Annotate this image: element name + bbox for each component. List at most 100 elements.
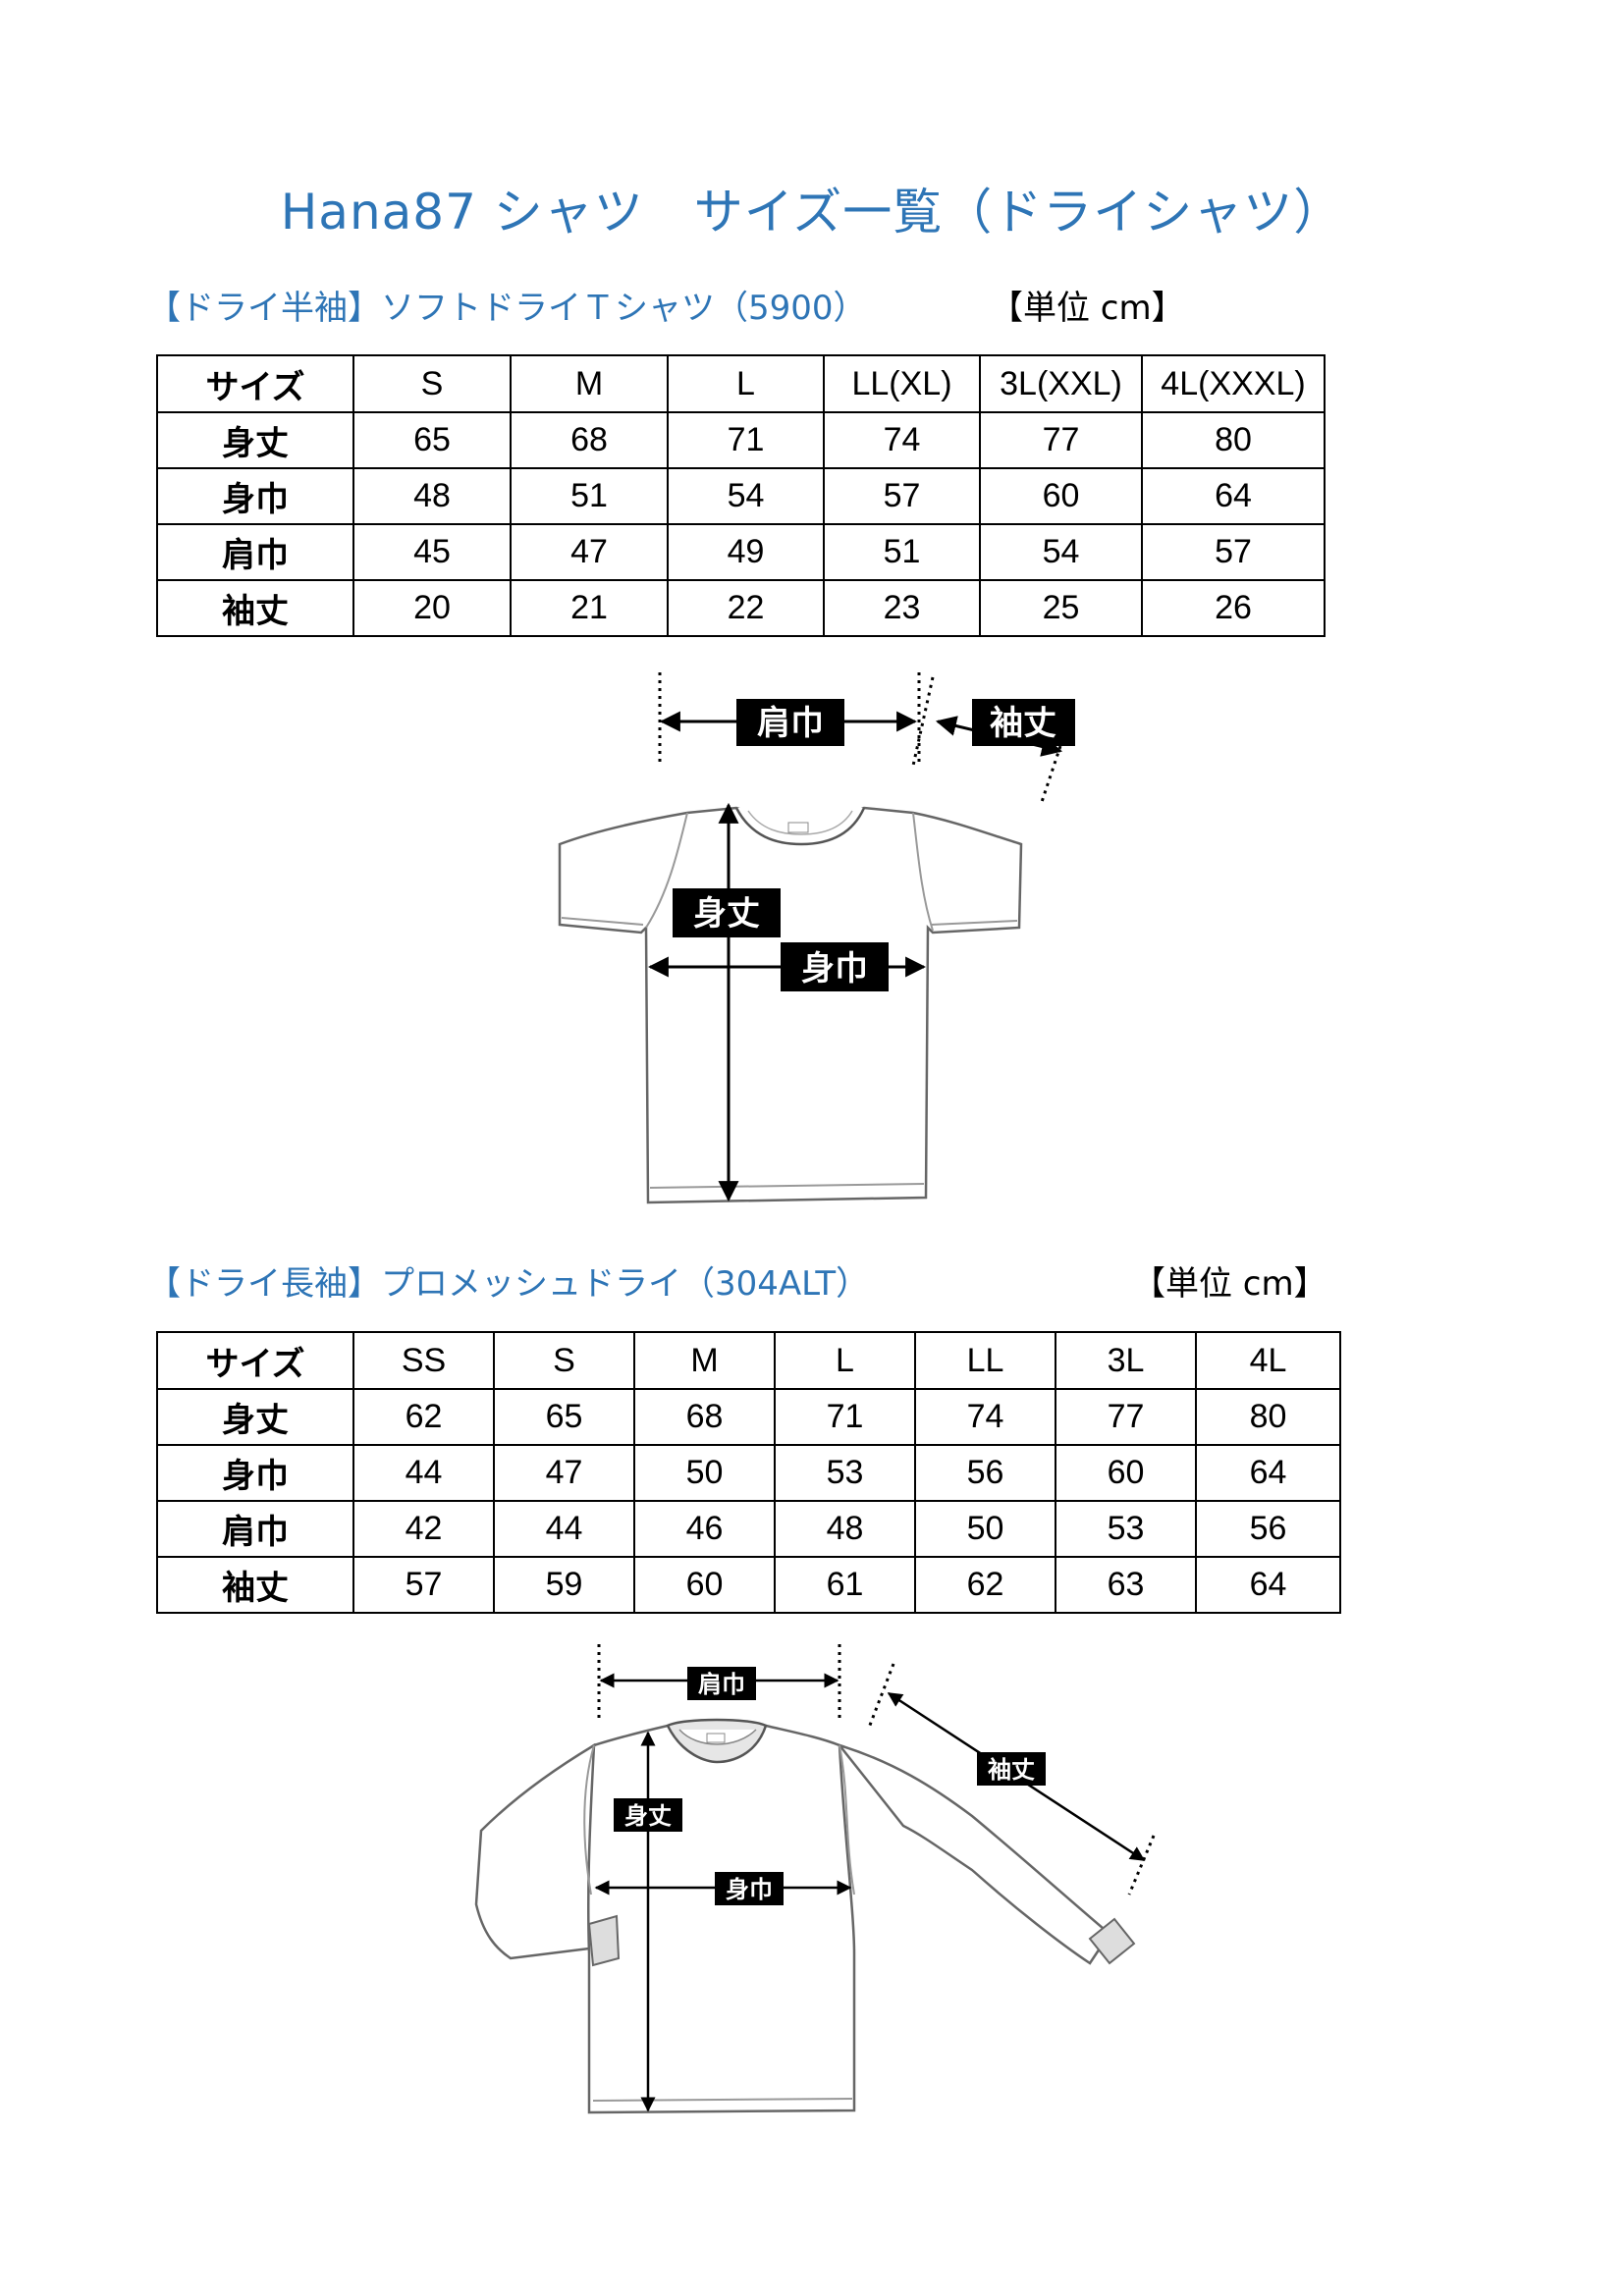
header-cell: SS: [352, 1331, 495, 1390]
table-cell: 48: [774, 1500, 916, 1558]
row-label: 肩巾: [156, 1500, 354, 1558]
header-cell: 3L(XXL): [979, 354, 1143, 413]
table-row: 身丈 65 68 71 74 77 80: [156, 411, 1326, 469]
width-label-box: [781, 942, 889, 991]
table-cell: 77: [1055, 1388, 1197, 1446]
long-sleeve-size-table: サイズ SS S M L LL 3L 4L 身丈 62 65 68 71 74 …: [156, 1331, 1341, 1614]
tshirt-seams: [561, 812, 1018, 1189]
short-sleeve-section-title: 【ドライ半袖】ソフトドライＴシャツ（5900）: [147, 289, 867, 328]
row-label: 身丈: [156, 1388, 354, 1446]
table-cell: 68: [510, 411, 669, 469]
table-cell: 68: [633, 1388, 776, 1446]
table-row: 肩巾 45 47 49 51 54 57: [156, 523, 1326, 581]
length-label-box: [673, 888, 781, 937]
header-cell: S: [493, 1331, 635, 1390]
short-sleeve-size-table: サイズ S M L LL(XL) 3L(XXL) 4L(XXXL) 身丈 65 …: [156, 354, 1326, 637]
table-cell: 20: [352, 579, 512, 637]
header-cell: M: [633, 1331, 776, 1390]
row-label: 肩巾: [156, 523, 354, 581]
table-cell: 63: [1055, 1556, 1197, 1614]
table-cell: 57: [823, 467, 981, 525]
table-cell: 60: [1055, 1444, 1197, 1502]
header-cell: S: [352, 354, 512, 413]
sleeve-label-box: [972, 699, 1075, 746]
table-cell: 53: [1055, 1500, 1197, 1558]
collar: [666, 1718, 768, 1764]
table-cell: 60: [633, 1556, 776, 1614]
table-cell: 44: [352, 1444, 495, 1502]
table-cell: 57: [1141, 523, 1326, 581]
table-cell: 61: [774, 1556, 916, 1614]
neck-tag: [787, 822, 809, 833]
neck-tag: [706, 1733, 726, 1743]
table-cell: 74: [914, 1388, 1056, 1446]
table-cell: 77: [979, 411, 1143, 469]
table-cell: 65: [352, 411, 512, 469]
length-label-box: [614, 1798, 682, 1832]
table-cell: 51: [823, 523, 981, 581]
table-cell: 42: [352, 1500, 495, 1558]
table-cell: 50: [914, 1500, 1056, 1558]
header-cell: サイズ: [156, 1331, 354, 1390]
header-cell: LL: [914, 1331, 1056, 1390]
header-cell: 3L: [1055, 1331, 1197, 1390]
table-cell: 54: [979, 523, 1143, 581]
table-cell: 80: [1195, 1388, 1341, 1446]
table-row: 肩巾 42 44 46 48 50 53 56: [156, 1500, 1341, 1558]
table-cell: 47: [510, 523, 669, 581]
long-sleeve-diagram: 肩巾 袖丈 身丈 身巾: [474, 1644, 1156, 2114]
table-cell: 60: [979, 467, 1143, 525]
short-sleeve-unit-label: 【単位 cm】: [990, 289, 1185, 328]
length-label: 身丈: [693, 894, 760, 934]
table-cell: 57: [352, 1556, 495, 1614]
header-cell: M: [510, 354, 669, 413]
table-cell: 62: [352, 1388, 495, 1446]
table-cell: 65: [493, 1388, 635, 1446]
collar: [734, 807, 866, 846]
table-cell: 71: [667, 411, 825, 469]
table-cell: 44: [493, 1500, 635, 1558]
table-cell: 54: [667, 467, 825, 525]
sleeve-label-box: [977, 1752, 1046, 1786]
table-cell: 48: [352, 467, 512, 525]
shoulder-label: 肩巾: [757, 704, 824, 743]
long-sleeve-unit-label: 【単位 cm】: [1132, 1264, 1327, 1304]
sleeve-label: 袖丈: [990, 704, 1056, 743]
table-cell: 64: [1195, 1556, 1341, 1614]
width-label: 身巾: [801, 949, 868, 988]
table-header-row: サイズ S M L LL(XL) 3L(XXL) 4L(XXXL): [156, 354, 1326, 413]
table-cell: 62: [914, 1556, 1056, 1614]
shoulder-label: 肩巾: [698, 1671, 745, 1698]
table-cell: 25: [979, 579, 1143, 637]
row-label: 袖丈: [156, 579, 354, 637]
table-cell: 59: [493, 1556, 635, 1614]
table-cell: 71: [774, 1388, 916, 1446]
table-cell: 53: [774, 1444, 916, 1502]
table-cell: 21: [510, 579, 669, 637]
guide-lines: [597, 1644, 1156, 1896]
table-cell: 56: [914, 1444, 1056, 1502]
table-cell: 45: [352, 523, 512, 581]
header-cell: L: [774, 1331, 916, 1390]
table-row: 身巾 44 47 50 53 56 60 64: [156, 1444, 1341, 1502]
header-cell: サイズ: [156, 354, 354, 413]
table-row: 袖丈 57 59 60 61 62 63 64: [156, 1556, 1341, 1614]
table-cell: 22: [667, 579, 825, 637]
table-cell: 46: [633, 1500, 776, 1558]
header-cell: L: [667, 354, 825, 413]
table-cell: 50: [633, 1444, 776, 1502]
width-label: 身巾: [726, 1876, 773, 1903]
short-sleeve-diagram: 肩巾 袖丈 身丈 身巾: [558, 672, 1075, 1204]
table-cell: 26: [1141, 579, 1326, 637]
table-cell: 64: [1195, 1444, 1341, 1502]
shoulder-label-box: [736, 699, 844, 746]
table-cell: 51: [510, 467, 669, 525]
table-row: 身巾 48 51 54 57 60 64: [156, 467, 1326, 525]
length-label: 身丈: [624, 1802, 672, 1830]
header-cell: 4L: [1195, 1331, 1341, 1390]
row-label: 袖丈: [156, 1556, 354, 1614]
row-label: 身丈: [156, 411, 354, 469]
table-cell: 23: [823, 579, 981, 637]
table-cell: 74: [823, 411, 981, 469]
table-cell: 80: [1141, 411, 1326, 469]
